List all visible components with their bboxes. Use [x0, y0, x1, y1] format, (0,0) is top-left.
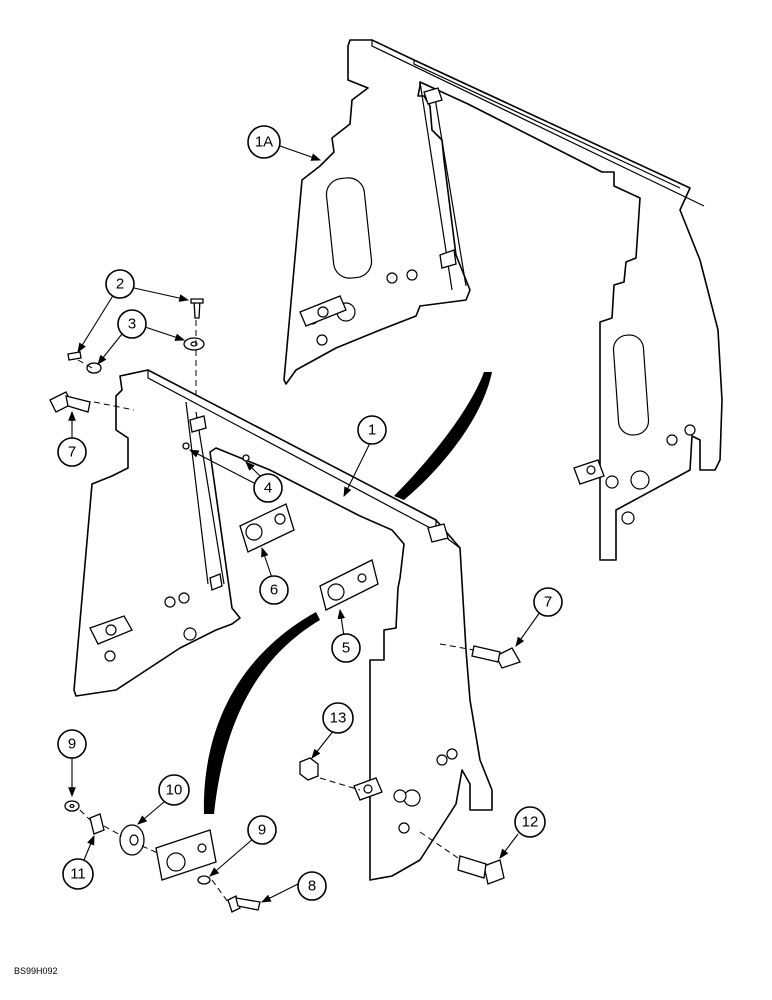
callout-label: 12: [522, 814, 539, 831]
callout-label: 1: [368, 422, 376, 439]
assembly-guide-lines: [77, 320, 475, 903]
callout-6: 6: [259, 575, 289, 605]
callout-label: 4: [264, 480, 272, 497]
callout-label: 9: [258, 822, 266, 839]
part-3-cup-washer: [183, 337, 205, 351]
callout-1A: 1A: [247, 125, 281, 159]
callout-label: 13: [330, 710, 347, 727]
leader-lines: [68, 145, 541, 903]
callout-label: 3: [128, 316, 136, 333]
callout-label: 1A: [255, 134, 273, 151]
rear-panel-1A: [283, 39, 723, 561]
part-13-nut: [299, 757, 319, 781]
callout-label: 7: [544, 594, 552, 611]
part-8-bolt: [227, 895, 261, 913]
callout-10: 10: [158, 774, 190, 806]
callout-9-left: 9: [57, 729, 87, 759]
callout-label: 7: [68, 444, 76, 461]
part-11-spacer: [89, 813, 105, 835]
part-2-bolt-left: [67, 351, 82, 361]
callout-label: 6: [270, 582, 278, 599]
part-7-bolt-left: [49, 391, 91, 413]
callout-label: 2: [116, 276, 124, 293]
callout-8: 8: [297, 871, 327, 901]
callout-11: 11: [62, 858, 94, 890]
callout-12: 12: [514, 806, 546, 838]
callout-9-right: 9: [247, 815, 277, 845]
assembly-swoosh-upper: [394, 372, 492, 500]
callout-13: 13: [322, 702, 354, 734]
part-4-nuts: [182, 442, 250, 462]
callout-label: 8: [308, 878, 316, 895]
part-9-washer-right: [197, 875, 211, 885]
callout-7-left: 7: [57, 437, 87, 467]
callout-label: 9: [68, 736, 76, 753]
part-12-bolt: [457, 855, 505, 885]
callout-1: 1: [357, 415, 387, 445]
figure-code: BS99H092: [14, 966, 58, 976]
part-5-bracket: [319, 559, 379, 611]
callout-2: 2: [105, 269, 135, 299]
part-7-bolt-right: [471, 645, 521, 669]
callout-3: 3: [117, 309, 147, 339]
part-plate: [155, 829, 217, 881]
part-6-bracket: [239, 503, 295, 553]
part-9-washer-left: [64, 800, 80, 812]
part-10-bushing: [119, 824, 145, 856]
callout-label: 5: [342, 640, 350, 657]
callout-4: 4: [253, 473, 283, 503]
front-panel-1: [73, 369, 493, 881]
callout-7-right: 7: [533, 587, 563, 617]
part-2-bolt-top: [190, 298, 204, 319]
callout-label: 11: [70, 866, 86, 883]
part-3-washer-left: [86, 362, 102, 374]
assembly-swoosh-lower: [203, 612, 320, 814]
callout-label: 10: [166, 782, 183, 799]
callout-5: 5: [331, 633, 361, 663]
